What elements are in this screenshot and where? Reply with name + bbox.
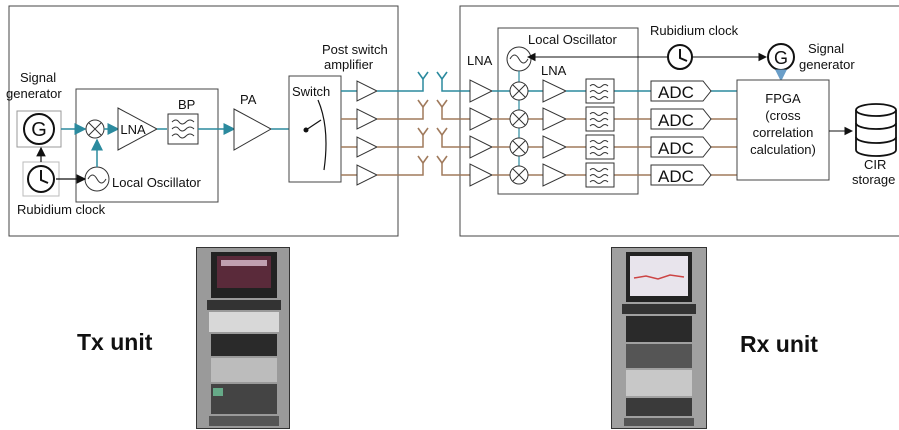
tx-unit-photo: [196, 247, 290, 429]
rx-adc-blocks: ADC ADC ADC ADC: [650, 80, 712, 186]
rx-lna-label-1: LNA: [467, 53, 493, 68]
tx-rubidium-clock-label: Rubidium clock: [17, 202, 106, 217]
svg-text:G: G: [31, 119, 47, 141]
svg-text:LNA: LNA: [120, 122, 146, 137]
tx-pa-amplifier-icon: [233, 108, 273, 151]
fpga-label: calculation): [750, 142, 816, 157]
rx-antenna-icon: [436, 71, 470, 176]
tx-post-switch-label: Post switch: [322, 42, 388, 57]
adc-label: ADC: [658, 139, 694, 158]
fpga-label: correlation: [753, 125, 814, 140]
rx-clock-icon: [667, 44, 693, 70]
rx-lna-label-2: LNA: [541, 63, 567, 78]
tx-lna-amplifier-icon: LNA: [117, 107, 159, 151]
tx-switch-box: [288, 75, 342, 183]
rx-rubidium-clock-label: Rubidium clock: [650, 23, 739, 38]
tx-pa-label: PA: [240, 92, 257, 107]
tx-signal-generator-label: Signal: [20, 70, 56, 85]
rx-signal-generator-label-2: generator: [799, 57, 855, 72]
svg-text:G: G: [774, 48, 788, 68]
rx-local-oscillator-label: Local Oscillator: [528, 32, 618, 47]
tx-switch-label: Switch: [292, 84, 330, 99]
tx-output-paths: [341, 78, 424, 186]
tx-oscillator-icon: [84, 166, 110, 192]
rx-unit-label: Rx unit: [740, 331, 818, 357]
adc-label: ADC: [658, 83, 694, 102]
rx-signal-generator-label: Signal: [808, 41, 844, 56]
fpga-label: FPGA: [765, 91, 801, 106]
tx-antenna-icon: [417, 71, 429, 165]
rx-fpga-block: [736, 79, 830, 181]
tx-local-oscillator-label: Local Oscillator: [112, 175, 202, 190]
tx-mixer-icon: [85, 119, 105, 139]
tx-signal-generator: G: [16, 110, 62, 148]
rx-signal-generator: G: [767, 43, 795, 71]
fpga-label: (cross: [765, 108, 801, 123]
cir-label: CIR: [864, 157, 886, 172]
adc-label: ADC: [658, 167, 694, 186]
tx-unit-label: Tx unit: [77, 329, 153, 355]
adc-label: ADC: [658, 111, 694, 130]
rx-channel-paths: [492, 79, 737, 187]
tx-bp-filter-icon: [167, 113, 199, 145]
cir-label-2: storage: [852, 172, 895, 187]
tx-post-switch-label-2: amplifier: [324, 57, 374, 72]
tx-clock-icon: [22, 161, 60, 197]
tx-signal-generator-label-2: generator: [6, 86, 62, 101]
cir-database-icon: [855, 103, 897, 157]
rx-unit-photo: [611, 247, 707, 429]
tx-bp-label: BP: [178, 97, 195, 112]
rx-lna-amplifier-icon: [469, 79, 494, 187]
rx-oscillator-icon: [506, 46, 532, 72]
